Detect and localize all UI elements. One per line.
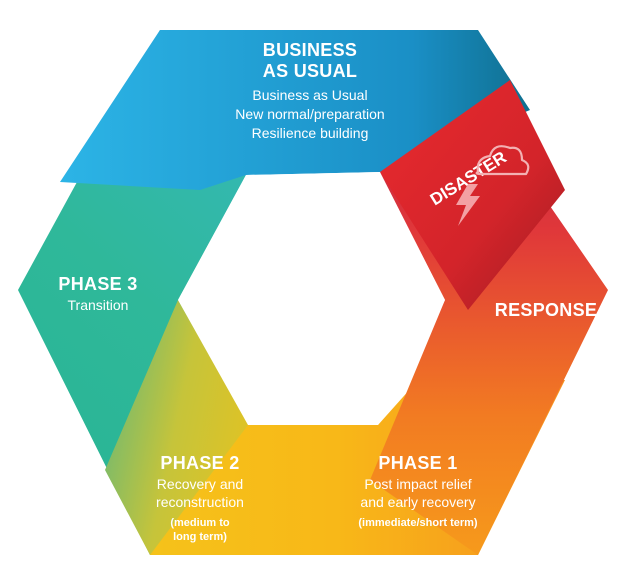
phase2-note: (medium to (170, 517, 230, 529)
disaster-ribbon (380, 80, 565, 310)
center-hexagon (178, 172, 445, 425)
phase1-note: (immediate/short term) (358, 517, 478, 529)
business-as-usual-item: New normal/preparation (235, 106, 385, 122)
storm-cloud-lightning-icon (456, 145, 530, 226)
business-as-usual-title-1: BUSINESS (262, 40, 358, 60)
phase1-line: Post impact relief (364, 476, 472, 492)
phase2-note: long term) (173, 531, 227, 543)
phase2-line: Recovery and (156, 476, 244, 492)
phase1-title: PHASE 1 (378, 453, 458, 473)
phase1-line: and early recovery (360, 494, 476, 510)
phase3-subtitle: Transition (67, 297, 129, 313)
business-as-usual-item: Business as Usual (252, 87, 368, 103)
phase3-title: PHASE 3 (58, 274, 138, 294)
phase2-line: reconstruction (156, 494, 244, 510)
business-as-usual-item: Resilience building (251, 125, 369, 141)
business-as-usual-title-2: AS USUAL (262, 61, 358, 81)
response-label: RESPONSE (494, 300, 598, 320)
phase2-title: PHASE 2 (160, 453, 240, 473)
